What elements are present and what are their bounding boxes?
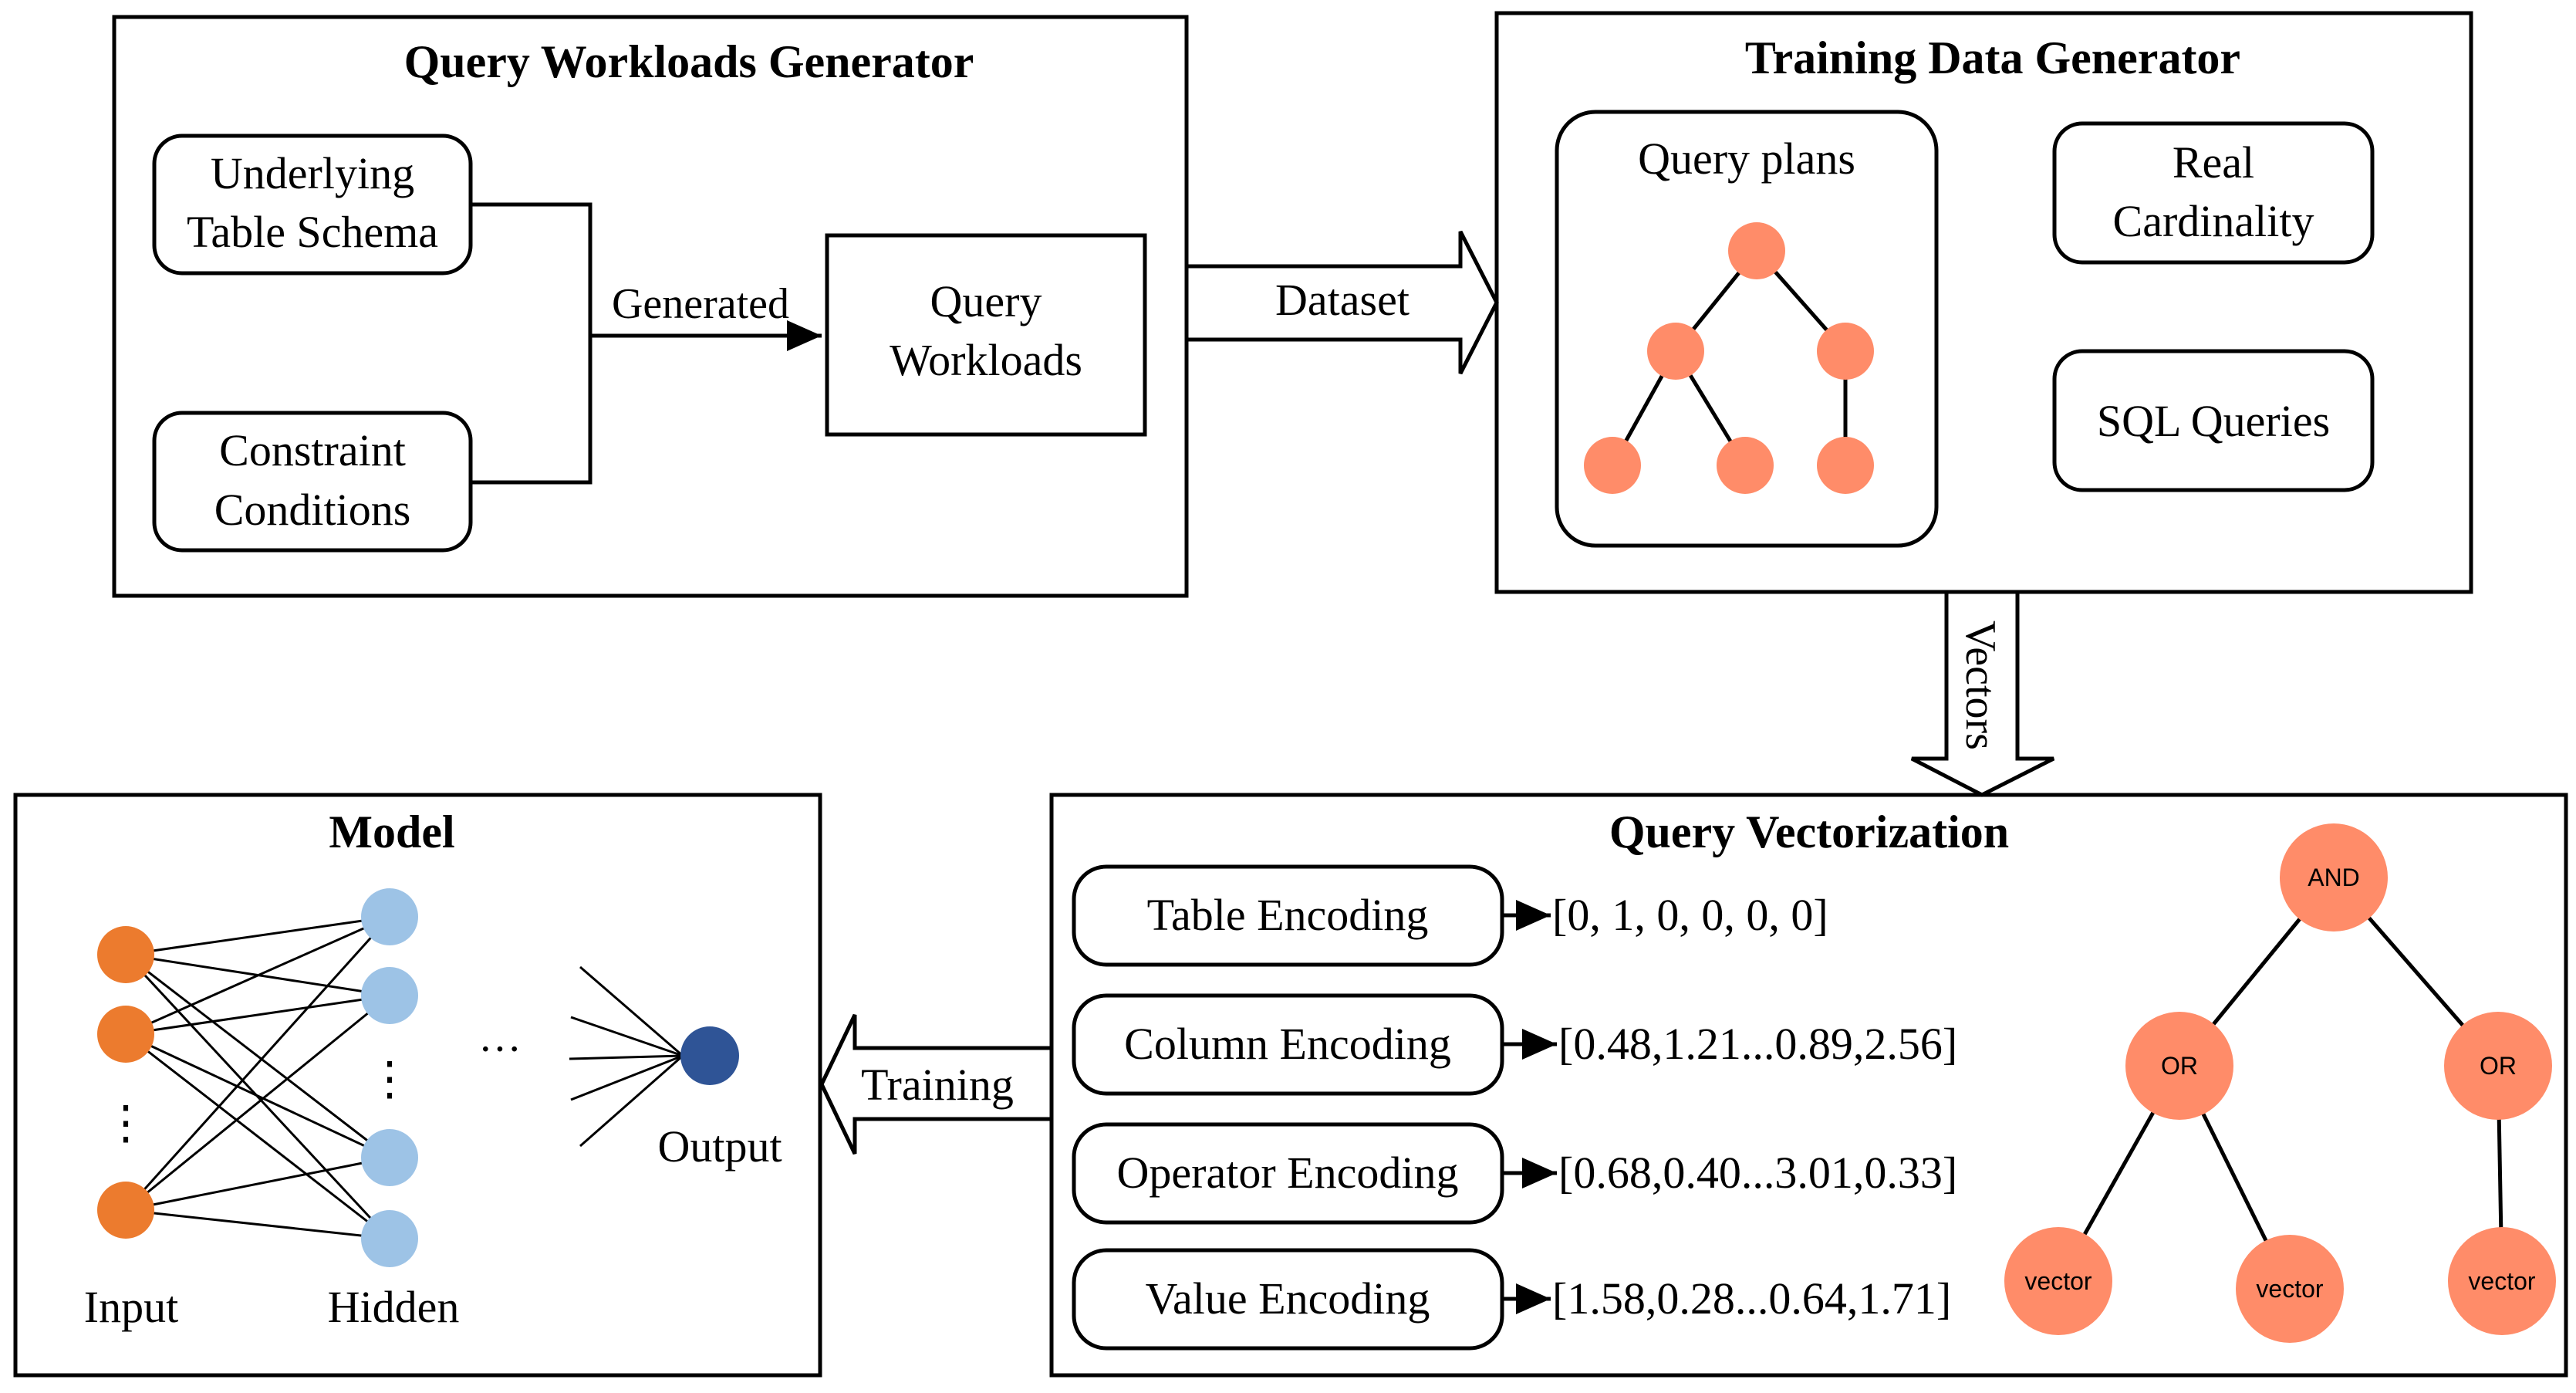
hidden-node-3 <box>361 1129 418 1186</box>
sql-queries-box: SQL Queries <box>2052 349 2375 492</box>
training-data-generator-title: Training Data Generator <box>1745 32 2240 83</box>
output-label: Output <box>657 1121 782 1172</box>
or-node-right-label: OR <box>2480 1052 2517 1080</box>
generated-connector <box>471 202 822 485</box>
vector-leaf-3-label: vector <box>2468 1267 2535 1295</box>
real-cardinality-line-1: Real <box>2173 137 2254 188</box>
vector-leaf-2-label: vector <box>2256 1275 2323 1303</box>
input-node-2 <box>97 1006 154 1063</box>
query-workloads-line-2: Workloads <box>890 335 1082 385</box>
layer-ellipsis: ··· <box>478 1026 522 1073</box>
output-fan-lines <box>569 965 684 1148</box>
column-encoding-value: [0.48,1.21...0.89,2.56] <box>1558 1019 1957 1069</box>
column-encoding-label: Column Encoding <box>1124 1019 1451 1069</box>
and-node-label: AND <box>2308 864 2360 891</box>
vector-leaf-2 <box>2236 1235 2344 1343</box>
vector-leaf-1-label: vector <box>2024 1267 2092 1295</box>
plan-node-leaf-1 <box>1584 437 1641 494</box>
output-node <box>680 1026 739 1085</box>
plan-node-right <box>1817 323 1874 380</box>
value-encoding-value: [1.58,0.28...0.64,1.71] <box>1552 1273 1951 1324</box>
dataset-arrow: Dataset <box>1184 230 1499 375</box>
table-schema-line-1: Underlying <box>211 148 414 198</box>
plan-node-leaf-2 <box>1717 437 1774 494</box>
generated-label: Generated <box>612 280 789 328</box>
or-node-left <box>2125 1012 2233 1120</box>
query-plan-nodes <box>1584 222 1874 494</box>
predicate-tree: AND OR OR vector vector vector <box>2004 823 2556 1343</box>
query-plans-title: Query plans <box>1638 134 1855 184</box>
operator-encoding-value: [0.68,0.40...3.01,0.33] <box>1558 1148 1957 1198</box>
plan-node-leaf-3 <box>1817 437 1874 494</box>
value-encoding-row: Value Encoding [1.58,0.28...0.64,1.71] <box>1072 1248 1951 1351</box>
constraint-conditions-box: Constraint Conditions <box>152 411 473 553</box>
training-label: Training <box>861 1060 1014 1110</box>
hidden-node-4 <box>361 1210 418 1267</box>
input-label: Input <box>84 1282 178 1332</box>
query-workloads-line-1: Query <box>930 276 1042 326</box>
query-vectorization-panel: Query Vectorization Table Encoding [0, 1… <box>1049 793 2568 1378</box>
plan-node-root <box>1728 222 1785 279</box>
query-plans-box: Query plans <box>1555 110 1939 548</box>
hidden-label: Hidden <box>328 1282 460 1332</box>
table-encoding-value: [0, 1, 0, 0, 0, 0] <box>1552 890 1828 940</box>
hidden-node-1 <box>361 888 418 945</box>
model-panel: Model ⋮ <box>13 793 822 1378</box>
hidden-layer <box>361 888 418 1267</box>
query-workloads-generator-title: Query Workloads Generator <box>404 36 974 87</box>
column-encoding-row: Column Encoding [0.48,1.21...0.89,2.56] <box>1072 993 1957 1096</box>
constraint-conditions-line-1: Constraint <box>219 425 406 475</box>
dataset-label: Dataset <box>1275 275 1410 325</box>
input-node-3 <box>97 1182 154 1239</box>
table-schema-box: Underlying Table Schema <box>152 134 473 276</box>
constraint-conditions-line-2: Conditions <box>214 485 411 535</box>
or-node-right <box>2444 1012 2552 1120</box>
training-data-generator-panel: Training Data Generator Query plans <box>1494 11 2473 594</box>
table-encoding-label: Table Encoding <box>1147 890 1429 940</box>
operator-encoding-row: Operator Encoding [0.68,0.40...3.01,0.33… <box>1072 1122 1957 1225</box>
hidden-node-2 <box>361 967 418 1024</box>
training-arrow: Training <box>819 1013 1054 1155</box>
vector-leaf-1 <box>2004 1227 2112 1335</box>
network-edges <box>124 915 391 1240</box>
real-cardinality-box: Real Cardinality <box>2052 121 2375 265</box>
hidden-ellipsis: ⋮ <box>366 1053 413 1104</box>
query-workloads-generator-panel: Query Workloads Generator Underlying Tab… <box>112 15 1189 598</box>
table-encoding-row: Table Encoding [0, 1, 0, 0, 0, 0] <box>1072 864 1828 967</box>
vectors-arrow: Vectors <box>1910 590 2055 797</box>
vectors-label: Vectors <box>1956 620 2004 750</box>
sql-queries-label: SQL Queries <box>2097 396 2330 446</box>
input-ellipsis: ⋮ <box>103 1097 149 1148</box>
table-schema-line-2: Table Schema <box>187 207 438 257</box>
query-vectorization-title: Query Vectorization <box>1609 806 2009 857</box>
real-cardinality-line-2: Cardinality <box>2113 196 2314 246</box>
model-title: Model <box>329 806 454 857</box>
plan-node-left <box>1647 323 1704 380</box>
query-workloads-box: Query Workloads <box>825 233 1147 437</box>
vector-leaf-3 <box>2448 1227 2556 1335</box>
operator-encoding-label: Operator Encoding <box>1117 1148 1459 1198</box>
input-layer <box>97 926 154 1239</box>
input-node-1 <box>97 926 154 983</box>
and-node <box>2280 823 2388 931</box>
or-node-left-label: OR <box>2161 1052 2198 1080</box>
value-encoding-label: Value Encoding <box>1146 1273 1430 1324</box>
predicate-tree-edges <box>2056 876 2504 1290</box>
